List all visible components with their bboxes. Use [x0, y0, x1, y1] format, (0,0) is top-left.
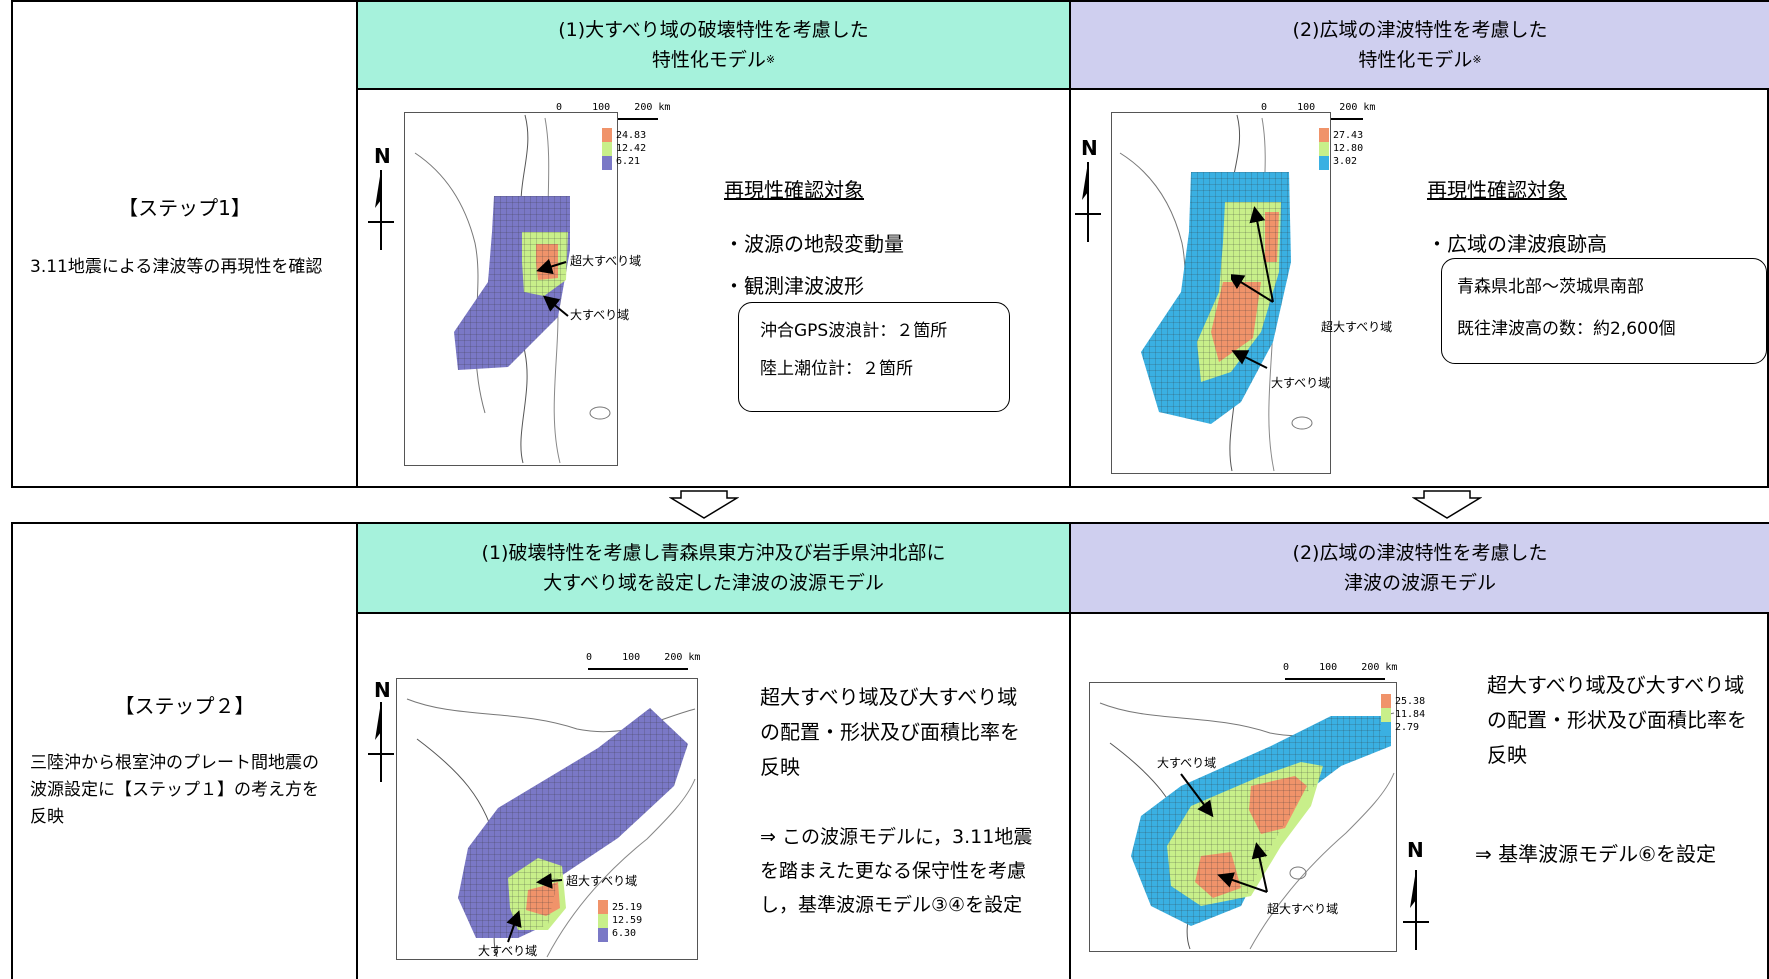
label-large-slip: 大すべり域	[1271, 376, 1331, 390]
label-large-slip: 大すべり域	[478, 944, 538, 958]
step1-col2-body: 0 100 200 km N	[1071, 92, 1769, 488]
fault-model	[1131, 716, 1391, 926]
scale-bar: 0 100 200 km	[556, 102, 671, 113]
step2-col1-header: (1)破壊特性を考慮し青森県東方沖及び岩手県沖北部に 大すべり域を設定した津波の…	[358, 524, 1069, 614]
callout-arrows	[536, 258, 569, 317]
step1-title: 【ステップ1】	[118, 196, 251, 220]
scale-line	[588, 668, 688, 670]
callout-arrows	[1231, 206, 1274, 369]
step1-description: 3.11地震による津波等の再現性を確認	[30, 257, 323, 277]
header-line1: (1)破壊特性を考慮し青森県東方沖及び岩手県沖北部に	[481, 542, 946, 564]
step1-label-column: 【ステップ1】 3.11地震による津波等の再現性を確認	[13, 2, 356, 486]
bullet-crustal: ・波源の地殻変動量	[724, 232, 904, 256]
step2-description: 三陸沖から根室沖のプレート間地震の波源設定に【ステップ１】の考え方を反映	[30, 753, 319, 827]
scale-bar: 0 100 200 km	[1261, 102, 1376, 113]
north-arrow-icon	[368, 702, 394, 782]
callout-arrows	[506, 872, 563, 943]
down-arrow-icon	[669, 490, 739, 519]
step1-col1-header: (1)大すべり域の破壊特性を考慮した 特性化モデル※	[358, 2, 1069, 90]
north-arrow-icon	[1075, 162, 1101, 242]
north-label: N	[374, 678, 391, 702]
step2-panel: 【ステップ２】 三陸沖から根室沖のプレート間地震の波源設定に【ステップ１】の考え…	[11, 522, 1769, 979]
fault-model	[454, 196, 570, 370]
down-arrow-icon	[1412, 490, 1482, 519]
header-line2: 特性化モデル※	[1358, 49, 1482, 71]
region-range: 青森県北部～茨城県南部	[1457, 277, 1644, 297]
reflect-description: 超大すべり域及び大すべり域の配置・形状及び面積比率を反映	[760, 685, 1020, 779]
label-super-slip: 超大すべり域	[1267, 902, 1339, 916]
step2-col2-body: 0 100 200 km	[1071, 616, 1769, 979]
divider	[356, 524, 358, 979]
divider	[356, 2, 358, 486]
header-line1: (2)広域の津波特性を考慮した	[1292, 542, 1548, 564]
header-line1: (2)広域の津波特性を考慮した	[1292, 19, 1548, 41]
tide-gauge: 陸上潮位計：２箇所	[760, 359, 913, 379]
label-super-slip: 超大すべり域	[566, 874, 638, 888]
north-arrow-icon	[368, 170, 394, 250]
step2-col2-header: (2)広域の津波特性を考慮した 津波の波源モデル	[1071, 524, 1769, 614]
model-note: ⇒ 基準波源モデル⑥を設定	[1475, 842, 1717, 866]
divider	[1069, 2, 1071, 486]
header-line2: 大すべり域を設定した津波の波源モデル	[543, 572, 884, 594]
north-arrow-icon	[1403, 870, 1429, 950]
scale-bar: 0 100 200 km	[586, 652, 701, 663]
gps-wave-gauge: 沖合GPS波浪計：２箇所	[760, 321, 948, 341]
north-label: N	[374, 144, 391, 168]
step2-col1-body: 0 100 200 km N	[358, 616, 1069, 979]
step2-title: 【ステップ２】	[114, 694, 255, 718]
step1-col2-header: (2)広域の津波特性を考慮した 特性化モデル※	[1071, 2, 1769, 90]
bullet-tsunami-trace: ・広域の津波痕跡高	[1427, 232, 1607, 256]
header-line2: 津波の波源モデル	[1343, 572, 1496, 594]
scale-bar: 0 100 200 km	[1283, 662, 1398, 673]
north-label: N	[1407, 838, 1424, 862]
callout-arrows	[1180, 773, 1268, 893]
trace-count: 既往津波高の数：約2,600個	[1457, 319, 1676, 339]
header-line1: (1)大すべり域の破壊特性を考慮した	[558, 19, 869, 41]
label-large-slip: 大すべり域	[570, 308, 630, 322]
step1-col1-body: 0 100 200 km N	[358, 92, 1069, 488]
north-label: N	[1081, 136, 1098, 160]
sub-list-bracket	[1441, 258, 1767, 364]
scale-line	[1285, 678, 1385, 680]
header-line2: 特性化モデル※	[651, 49, 776, 71]
step2-label-column: 【ステップ２】 三陸沖から根室沖のプレート間地震の波源設定に【ステップ１】の考え…	[13, 524, 356, 979]
label-large-slip: 大すべり域	[1157, 756, 1217, 770]
step1-panel: 【ステップ1】 3.11地震による津波等の再現性を確認 (1)大すべり域の破壊特…	[11, 0, 1769, 488]
label-super-slip: 超大すべり域	[570, 254, 642, 268]
reflect-description: 超大すべり域及び大すべり域の配置・形状及び面積比率を反映	[1487, 673, 1747, 767]
divider	[1069, 524, 1071, 979]
label-super-slip: 超大すべり域	[1321, 320, 1393, 334]
bullet-waveform: ・観測津波波形	[724, 274, 864, 298]
reproduction-heading: 再現性確認対象	[1427, 178, 1567, 202]
sub-list-bracket	[738, 302, 1010, 412]
reproduction-heading: 再現性確認対象	[724, 178, 864, 202]
model-note: ⇒ この波源モデルに，3.11地震を踏まえた更なる保守性を考慮し，基準波源モデル…	[760, 826, 1033, 916]
